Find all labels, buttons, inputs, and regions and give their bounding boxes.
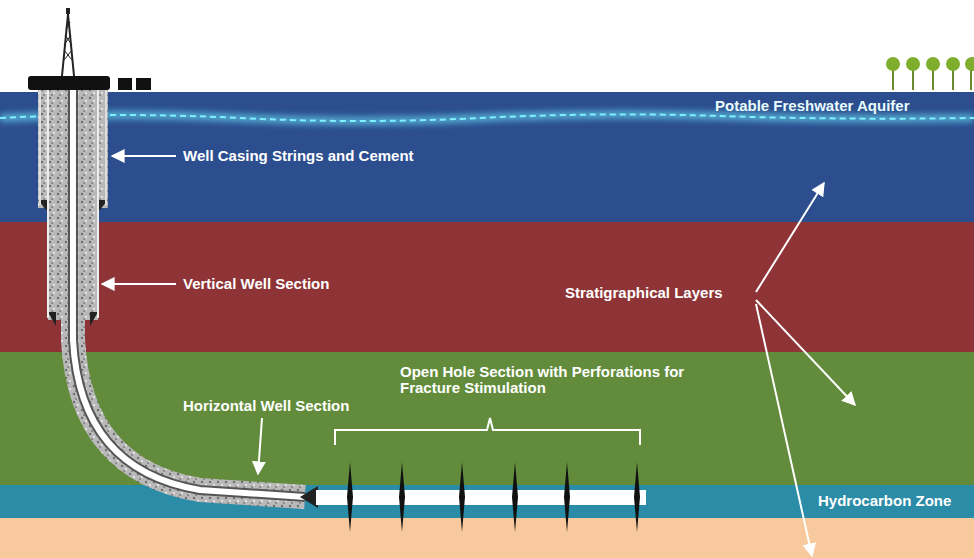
label: Open Hole Section with Perforations for … xyxy=(400,364,740,396)
label: Stratigraphical Layers xyxy=(565,285,723,301)
bottom-layer xyxy=(0,518,974,558)
trees xyxy=(886,57,974,90)
label: Potable Freshwater Aquifer xyxy=(715,98,910,114)
blue-layer xyxy=(0,92,974,223)
aquifer-line xyxy=(0,114,974,121)
leader-arrows xyxy=(102,156,855,556)
open-hole xyxy=(300,462,646,532)
label: Horizontal Well Section xyxy=(183,398,349,414)
label: Vertical Well Section xyxy=(183,276,329,292)
label: Well Casing Strings and Cement xyxy=(183,148,414,164)
aquifer-glow xyxy=(0,114,974,121)
red-layer xyxy=(0,222,974,353)
drilling-rig xyxy=(28,8,151,90)
label: Hydrocarbon Zone xyxy=(818,493,951,509)
hydrocarbon-band xyxy=(0,485,974,518)
bracket xyxy=(335,418,640,445)
